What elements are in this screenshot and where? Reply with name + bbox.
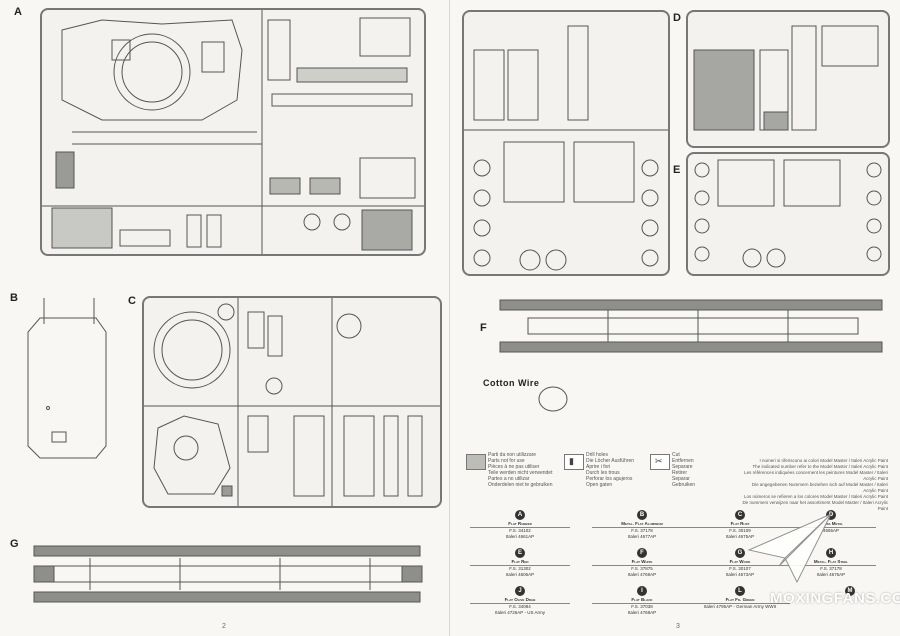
section-label-d: D bbox=[673, 12, 681, 24]
sprue-e-drawing bbox=[694, 159, 882, 268]
sprue-c-drawing bbox=[144, 298, 440, 506]
sprue-d-drawing bbox=[693, 25, 879, 131]
cotton-wire-title: Cotton Wire bbox=[483, 378, 540, 388]
track-g-drawing bbox=[33, 545, 423, 603]
paint-g: G Flat Wood F.S. 30107 Italeri 4673AP bbox=[680, 548, 800, 578]
legend-drill: Drill holes Die Löcher Ausführen Aprire … bbox=[586, 452, 635, 488]
paint-l: L Flat Fd. Green Italeri 4795AP - German… bbox=[680, 586, 800, 610]
legend-not-used: Parti da non utilizzare Parts not for us… bbox=[488, 452, 553, 488]
section-label-a: A bbox=[14, 6, 22, 18]
legend-drill-swatch: ▮ bbox=[564, 454, 584, 470]
paint-e: E Flat Red F.S. 31302 Italeri 4606AP bbox=[460, 548, 580, 578]
drill-icon: ▮ bbox=[569, 456, 574, 466]
track-f-drawing bbox=[499, 299, 883, 353]
left-page: A B C bbox=[10, 0, 450, 636]
paint-i: I Flat Black F.S. 37038 Italeri 4768AP bbox=[582, 586, 702, 616]
page-number-left: 2 bbox=[222, 623, 226, 630]
sprue-a-drawing bbox=[42, 10, 424, 254]
section-label-f: F bbox=[480, 322, 487, 334]
legend-cut-swatch: ✂ bbox=[650, 454, 670, 470]
sprue-top-left-drawing bbox=[464, 25, 668, 271]
section-label-e: E bbox=[673, 164, 681, 176]
part-b-drawing bbox=[27, 298, 107, 459]
paper-plane-logo-icon bbox=[747, 512, 833, 584]
paint-f: F Flat White F.S. 37875 Italeri 4769AP bbox=[582, 548, 702, 578]
section-label-c: C bbox=[128, 295, 136, 307]
legend-cut: Cut Entfernen Separare Retirer Separar G… bbox=[672, 452, 696, 488]
paint-j: J Flat Olive Drab F.S. 34084 Italeri 472… bbox=[460, 586, 580, 616]
watermark: MOXINGFANS.COM bbox=[770, 590, 900, 607]
cut-icon: ✂ bbox=[655, 456, 663, 466]
sprue-top-left bbox=[462, 10, 670, 276]
paint-m: M bbox=[820, 586, 880, 597]
paint-c: C Flat Rust F.S. 30109 Italeri 4675AP bbox=[680, 510, 800, 540]
legend-not-used-swatch bbox=[466, 454, 486, 470]
page-number-right: 3 bbox=[676, 623, 680, 630]
sprue-e bbox=[686, 152, 890, 276]
sprue-a bbox=[40, 8, 426, 256]
paint-a: A Flat Rubber F.S. 34102 Italeri 4661AP bbox=[460, 510, 580, 540]
paint-b: B Metal. Flat Aluminium F.S. 37178 Itale… bbox=[582, 510, 702, 540]
sprue-c bbox=[142, 296, 442, 508]
paint-reference-note: I numeri si riferiscono ai colori Model … bbox=[742, 458, 888, 511]
paint-h: H Metal. Flat Steel F.S. 37178 Italeri 4… bbox=[776, 548, 886, 578]
cotton-wire-drawing bbox=[538, 386, 568, 412]
section-label-g: G bbox=[10, 538, 19, 550]
sprue-d bbox=[686, 10, 890, 148]
section-label-b: B bbox=[10, 292, 18, 304]
